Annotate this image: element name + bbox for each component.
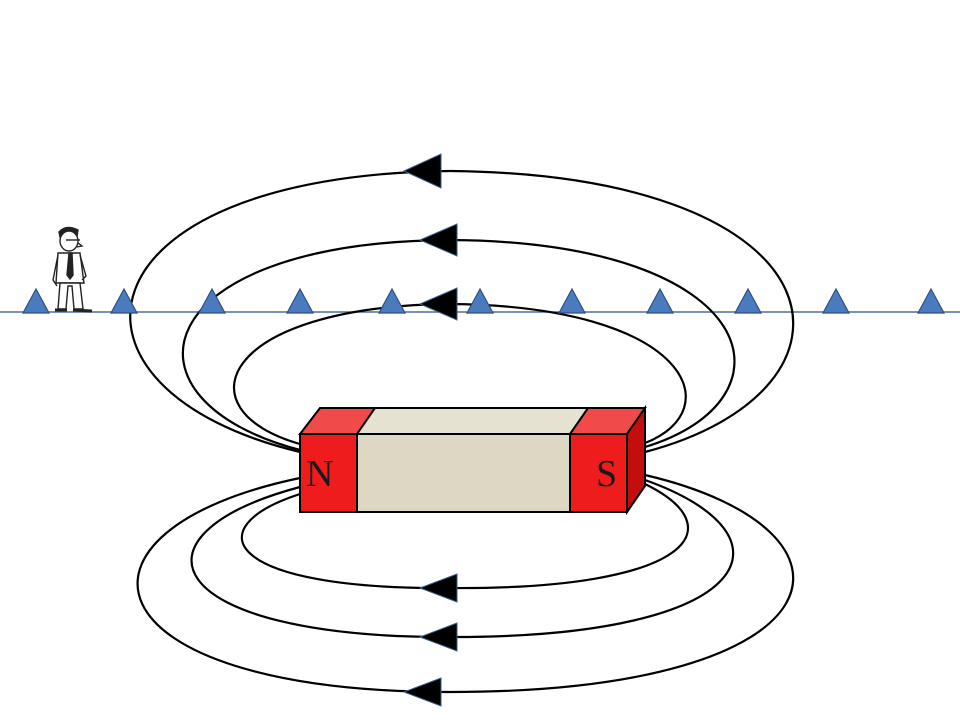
field-line-lower-outer [136,473,795,694]
magnet-body-front [356,433,571,513]
field-arrows [402,153,458,707]
arrow-icon [402,153,442,189]
marker-triangle-icon [465,287,495,314]
marker-triangle-icon [557,287,587,314]
bar-magnet: N S [297,404,647,516]
arrow-icon [402,677,442,707]
marker-triangle-icon [21,287,51,314]
north-pole-front [299,433,358,513]
field-line-upper-outer [129,169,795,454]
marker-triangle-icon [645,287,675,314]
marker-triangle-icon [377,287,407,314]
standing-man-icon [52,226,93,313]
marker-triangle-icon [733,287,763,314]
marker-triangle-icon [285,287,315,314]
marker-triangle-icon [821,287,851,314]
marker-triangle-icon [197,287,227,314]
arrow-icon [418,287,458,321]
ground-markers [21,287,946,314]
magnet-body-top [356,407,593,435]
arrow-icon [418,573,458,603]
marker-triangle-icon [916,287,946,314]
arrow-icon [418,622,458,652]
arrow-icon [418,223,458,257]
north-pole-label: N [306,453,333,495]
south-pole-label: S [596,453,617,495]
marker-triangle-icon [109,287,139,314]
south-pole-front [569,433,628,513]
south-pole-side [626,404,646,516]
